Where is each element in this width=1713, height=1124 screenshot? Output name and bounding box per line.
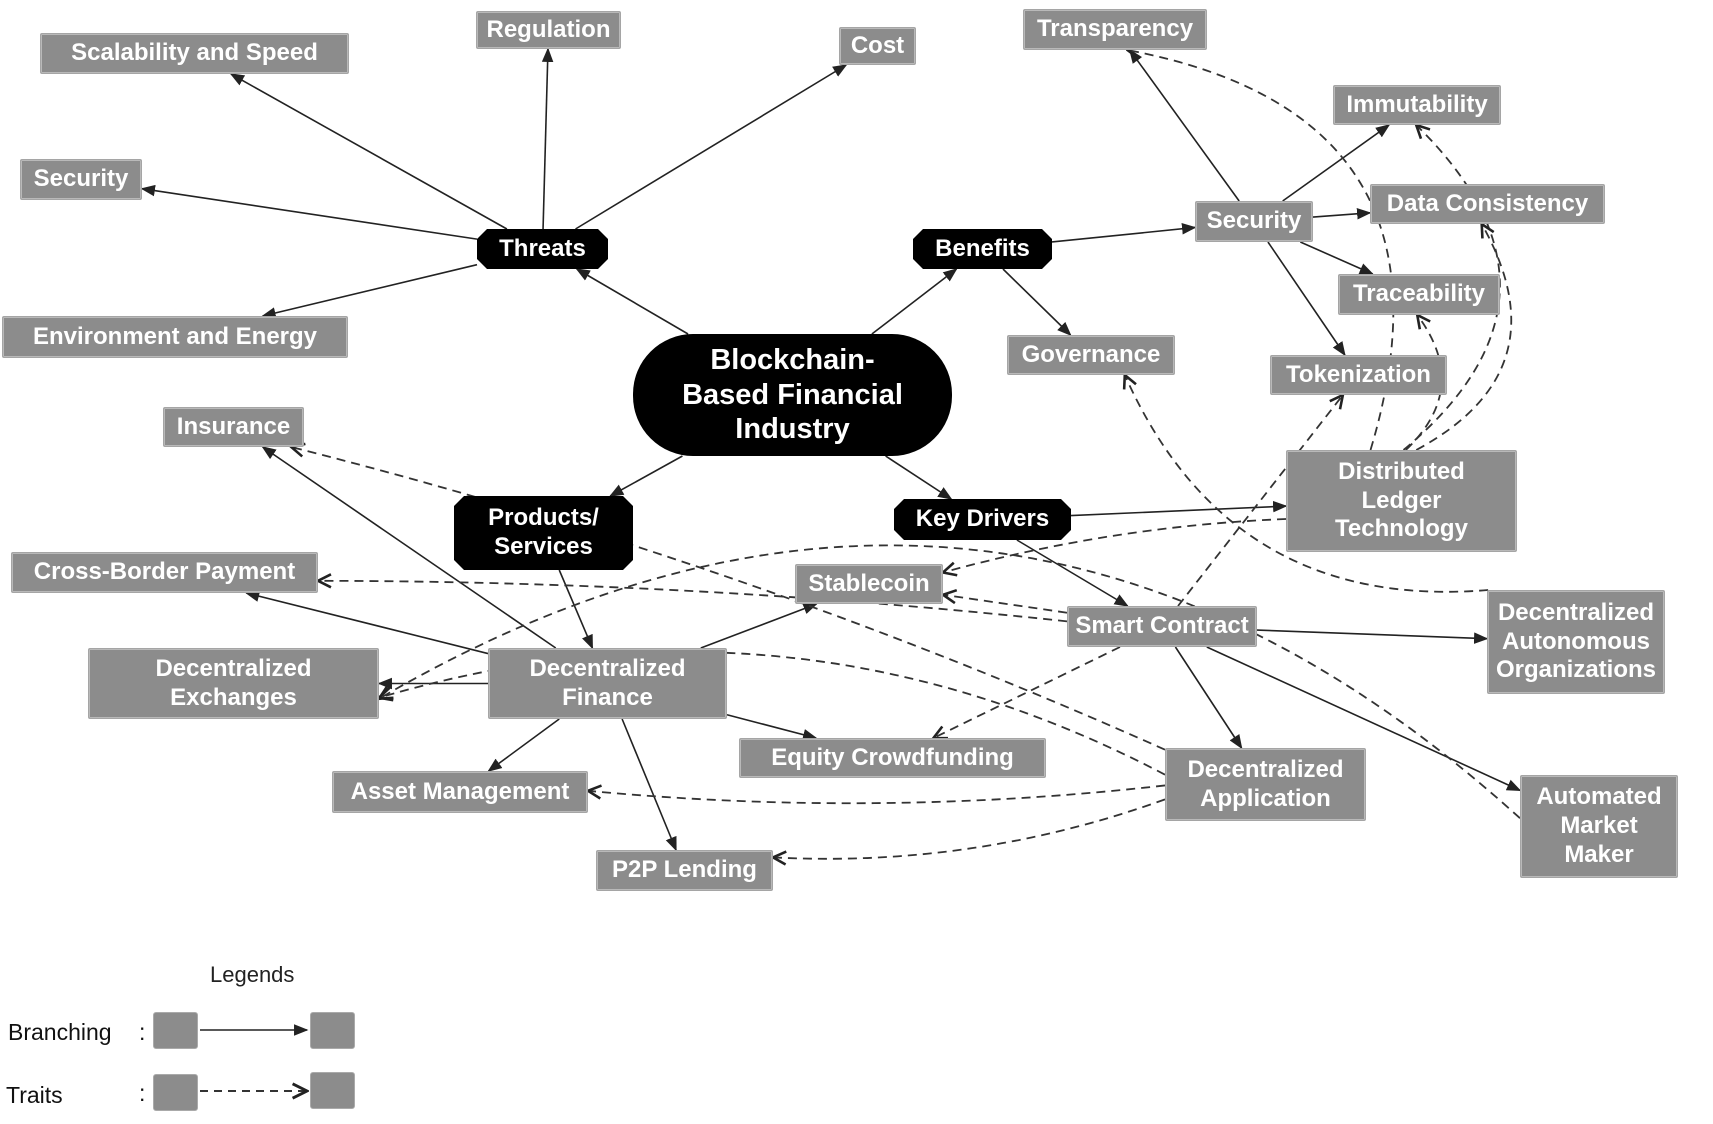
legend-branching-target-box xyxy=(310,1012,355,1049)
root-node: Blockchain- Based Financial Industry xyxy=(633,334,952,456)
legend-branching-label: Branching xyxy=(8,1019,112,1045)
legend-traits-separator: : xyxy=(139,1080,146,1106)
node-decentralized-application: Decentralized Application xyxy=(1165,748,1366,821)
branching-edge-defi-to-equity xyxy=(726,713,818,741)
legend-traits-label: Traits xyxy=(6,1082,63,1108)
trait-edge-smart-to-token xyxy=(1177,395,1343,607)
node-regulation: Regulation xyxy=(476,11,621,49)
node-decentralized-finance: Decentralized Finance xyxy=(488,648,727,719)
legend-traits-target-box xyxy=(310,1072,355,1109)
branching-edge-root-to-benefits xyxy=(871,268,958,335)
branching-edge-threats-to-cost xyxy=(575,64,848,230)
branching-edge-defi-to-stable xyxy=(700,603,818,649)
branching-edge-smart-to-dao xyxy=(1256,629,1489,644)
node-traceability: Traceability xyxy=(1338,274,1500,315)
trait-edge-smart-to-cbp xyxy=(318,581,1068,623)
category-benefits: Benefits xyxy=(913,229,1052,269)
node-transparency: Transparency xyxy=(1023,9,1207,50)
branching-edge-threats-to-tsec xyxy=(140,184,478,240)
branching-edge-benefits-to-bsec xyxy=(1051,223,1197,243)
legend-branching-separator: : xyxy=(139,1019,146,1045)
branching-edge-bsec-to-trace xyxy=(1300,241,1374,275)
trait-edge-dlt-to-stable xyxy=(943,518,1287,572)
trait-edge-amm-to-dex xyxy=(379,544,1521,819)
trait-edge-dlt-to-dcon xyxy=(1415,224,1513,451)
trait-edge-dlt-to-immu xyxy=(1402,125,1501,451)
node-threat-security: Security xyxy=(20,159,142,200)
branching-edge-defi-to-p2p xyxy=(621,718,677,852)
branching-edge-smart-to-amm xyxy=(1206,646,1522,792)
legend-branching-source-box xyxy=(153,1012,198,1049)
node-insurance: Insurance xyxy=(163,407,304,447)
branching-edge-root-to-products xyxy=(609,455,683,497)
branching-edge-defi-to-ins xyxy=(261,446,557,649)
branching-edge-threats-to-reg xyxy=(541,47,554,230)
branching-edge-benefits-to-gov xyxy=(1002,268,1072,337)
node-p2p-lending: P2P Lending xyxy=(596,850,773,891)
trait-edge-dapp-to-asset xyxy=(588,785,1166,805)
node-benefit-security: Security xyxy=(1195,201,1313,242)
node-distributed-ledger-technology: Distributed Ledger Technology xyxy=(1286,450,1517,552)
legend-traits-source-box xyxy=(153,1074,198,1111)
category-key-drivers: Key Drivers xyxy=(894,499,1071,540)
node-equity-crowdfunding: Equity Crowdfunding xyxy=(739,738,1046,778)
branching-edge-root-to-drivers xyxy=(885,455,953,500)
trait-edge-smart-to-stable xyxy=(943,595,1068,614)
branching-edge-products-to-defi xyxy=(558,569,594,650)
node-governance: Governance xyxy=(1007,335,1175,375)
branching-edge-bsec-to-token xyxy=(1267,241,1346,357)
branching-edge-defi-to-asset xyxy=(487,718,560,772)
legend-title: Legends xyxy=(210,962,295,987)
trait-edge-dapp-to-ins xyxy=(291,447,1166,751)
trait-edge-dao-to-gov xyxy=(1125,375,1489,593)
node-data-consistency: Data Consistency xyxy=(1370,184,1605,224)
category-threats: Threats xyxy=(477,229,608,269)
node-scalability-and-speed: Scalability and Speed xyxy=(40,33,349,74)
trait-edge-smart-to-equity xyxy=(933,646,1121,738)
node-decentralized-autonomous-organizations: Decentralized Autonomous Organizations xyxy=(1487,590,1665,694)
branching-edge-bsec-to-trans xyxy=(1128,48,1240,202)
branching-edge-drivers-to-smart xyxy=(1016,539,1129,607)
branching-edge-threats-to-env xyxy=(261,263,478,319)
node-immutability: Immutability xyxy=(1333,85,1501,125)
category-products-services: Products/ Services xyxy=(454,496,633,570)
branching-edge-defi-to-cbp xyxy=(244,590,489,655)
branching-edge-drivers-to-dlt xyxy=(1070,500,1288,517)
node-asset-management: Asset Management xyxy=(332,771,588,813)
branching-edge-threats-to-scal xyxy=(229,73,508,230)
branching-edge-bsec-to-immu xyxy=(1282,124,1391,202)
node-environment-and-energy: Environment and Energy xyxy=(2,316,348,358)
node-cross-border-payment: Cross-Border Payment xyxy=(11,552,318,593)
node-cost: Cost xyxy=(839,27,916,65)
node-decentralized-exchanges: Decentralized Exchanges xyxy=(88,648,379,719)
branching-edge-bsec-to-dcon xyxy=(1312,208,1372,220)
branching-edge-root-to-threats xyxy=(575,268,689,335)
branching-edge-smart-to-dapp xyxy=(1174,646,1243,750)
node-tokenization: Tokenization xyxy=(1270,355,1447,395)
trait-edge-dapp-to-p2p xyxy=(773,798,1166,858)
node-stablecoin: Stablecoin xyxy=(795,564,943,604)
node-automated-market-maker: Automated Market Maker xyxy=(1520,775,1678,878)
node-smart-contract: Smart Contract xyxy=(1067,606,1257,647)
